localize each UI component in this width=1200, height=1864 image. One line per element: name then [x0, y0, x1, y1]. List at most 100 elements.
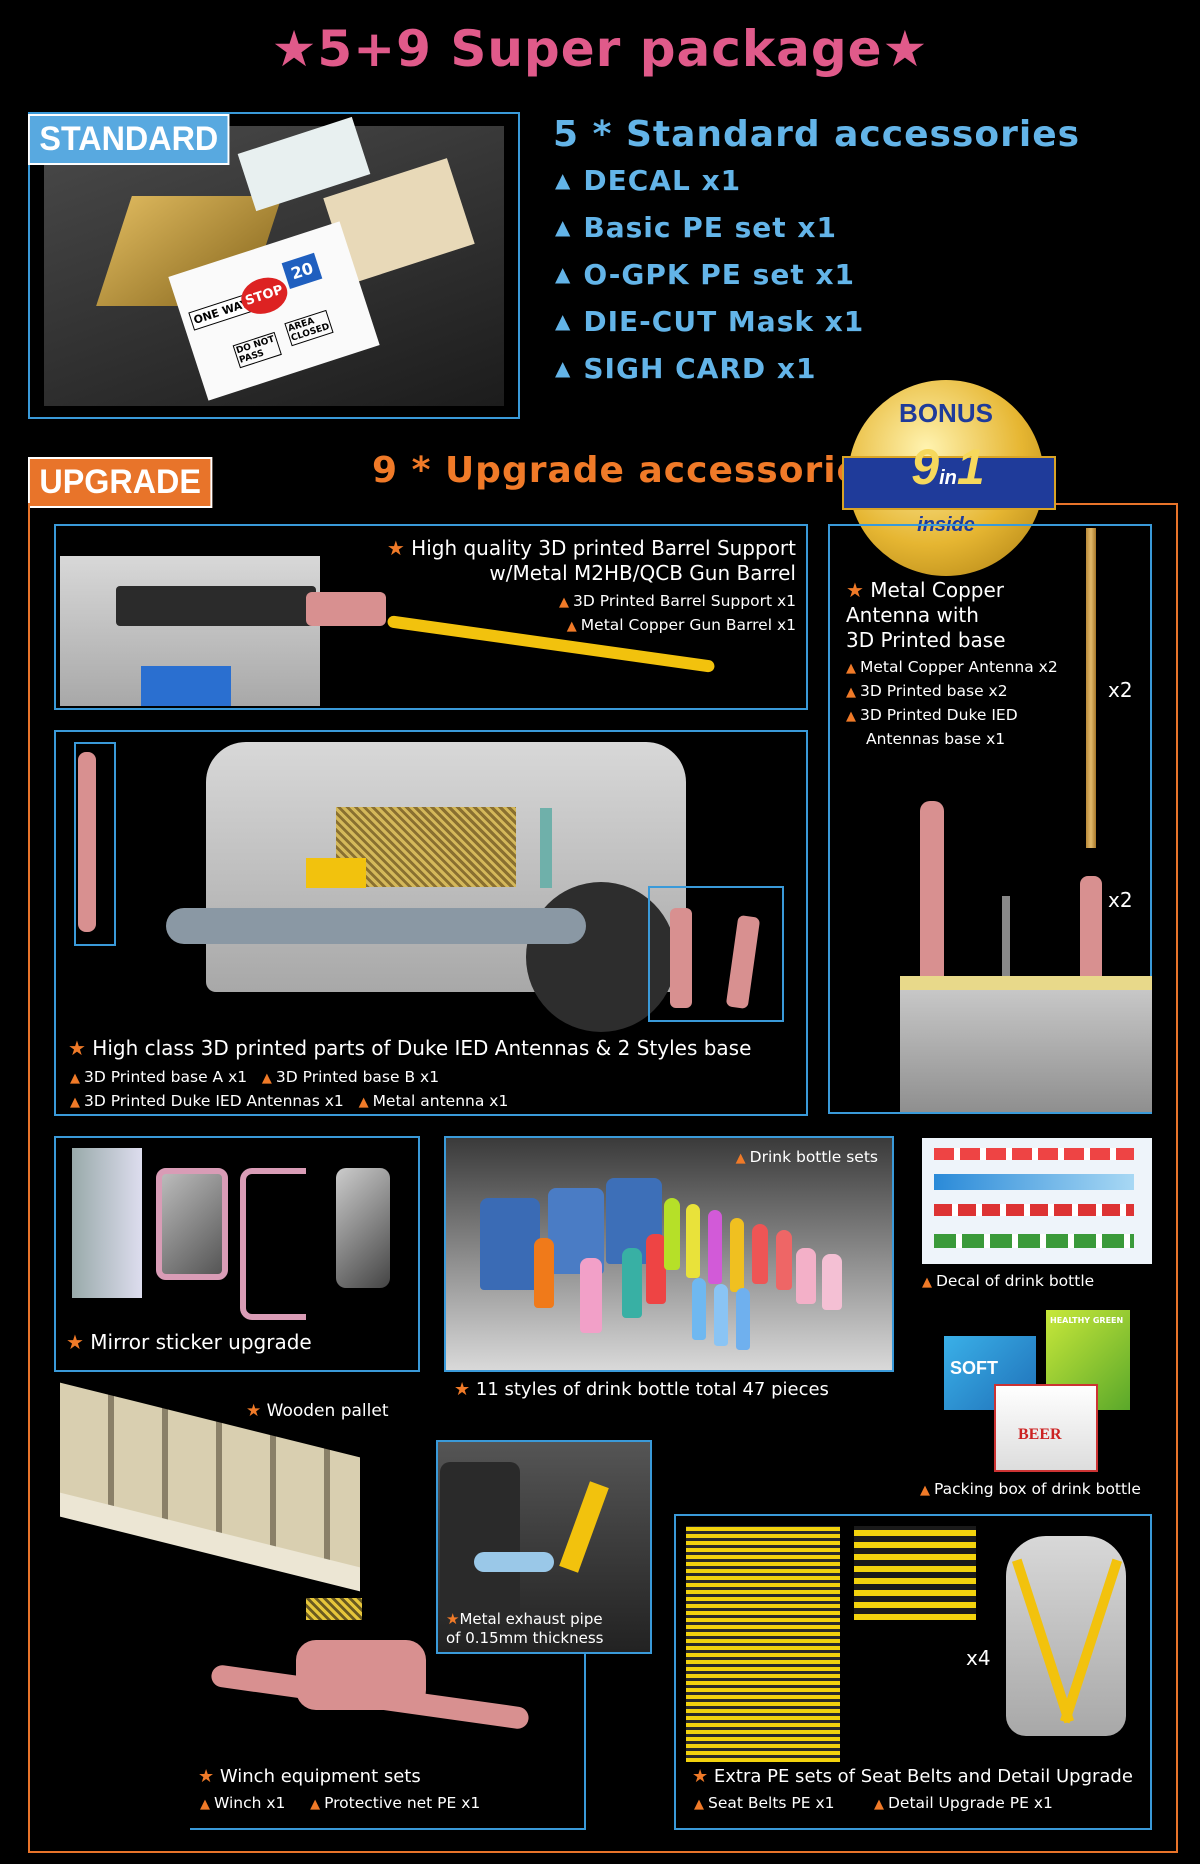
badge-nine: 9 — [911, 439, 940, 495]
exhaust-panel: ★Metal exhaust pipe of 0.15mm thickness — [436, 1440, 652, 1654]
upgrade-frame — [28, 503, 1178, 1853]
bottle-decal-sheet-image — [922, 1138, 1152, 1264]
seatbelt-multiplier: x4 — [966, 1646, 991, 1670]
triangle-icon: ▲ — [873, 1797, 884, 1812]
vehicle-deck-image — [900, 986, 1152, 1112]
barrel-panel: ★ High quality 3D printed Barrel Support… — [54, 524, 808, 710]
decal-bottle-label: ▲Decal of drink bottle — [922, 1272, 1095, 1290]
standard-heading: 5 * Standard accessories — [553, 114, 1081, 155]
bottle-image — [580, 1258, 602, 1333]
sign-area-closed: AREA CLOSED — [284, 309, 334, 347]
barrel-title: ★ High quality 3D printed Barrel Support… — [386, 536, 796, 585]
standard-tag: STANDARD — [28, 114, 230, 165]
bottle-image — [822, 1254, 842, 1310]
triangle-icon: ▲ — [261, 1071, 272, 1086]
pallet-label: ★ Wooden pallet — [246, 1401, 389, 1421]
seatbelt-pe-sheet-image — [854, 1526, 976, 1620]
triangle-icon: ▲ — [735, 1151, 746, 1166]
triangle-icon: ▲ — [70, 1095, 80, 1110]
triangle-icon: ▲ — [846, 661, 856, 676]
triangle-icon: ▲ — [200, 1797, 210, 1812]
triangle-icon: ▲ — [555, 168, 572, 192]
badge-bonus-text: BONUS — [899, 398, 993, 428]
standard-item: ▲O-GPK PE set x1 — [555, 258, 856, 291]
winch-panel — [190, 1654, 586, 1830]
upgrade-tag: UPGRADE — [28, 457, 213, 508]
star-icon: ★ — [386, 536, 405, 560]
triangle-icon: ▲ — [846, 709, 856, 724]
duke-panel: ★ High class 3D printed parts of Duke IE… — [54, 730, 808, 1116]
antenna-panel: ★ Metal Copper Antenna with 3D Printed b… — [828, 524, 1152, 1114]
winch-yellow-part — [306, 858, 366, 888]
bottle-image — [622, 1248, 642, 1318]
box-soft-text: SOFT — [950, 1358, 998, 1378]
bumper-image — [166, 908, 586, 944]
standard-accessories-photo: ONE WAY STOP 20 DO NOT PASS AREA CLOSED — [44, 116, 504, 406]
winch-title: ★ Winch equipment sets — [198, 1766, 421, 1787]
bottle-image — [686, 1204, 700, 1278]
triangle-icon: ▲ — [920, 1483, 930, 1498]
upgrade-frame-top-right — [1040, 503, 1178, 505]
badge-one: 1 — [956, 439, 985, 495]
star-icon: ★ — [846, 578, 864, 602]
badge-ribbon — [842, 456, 1056, 510]
star-icon: ★ — [246, 1401, 262, 1421]
decal-strip-red — [934, 1148, 1134, 1160]
antenna-multiplier-2: x2 — [1108, 888, 1133, 912]
duke-antenna-teal — [540, 808, 552, 888]
triangle-icon: ▲ — [310, 1797, 321, 1812]
mirror-panel: ★ Mirror sticker upgrade — [54, 1136, 420, 1372]
base-style-b-image — [725, 914, 761, 1010]
bottles-label: ▲Drink bottle sets — [735, 1148, 878, 1166]
pe-sheet-image — [686, 1526, 840, 1762]
bottle-image — [646, 1234, 666, 1304]
machine-gun-image — [116, 586, 316, 626]
triangle-icon: ▲ — [70, 1071, 80, 1086]
triangle-icon: ▲ — [555, 309, 572, 333]
copper-antenna-image — [1086, 528, 1096, 848]
bottle-image — [736, 1288, 750, 1350]
badge-nine-in-one: 9in1 — [850, 438, 1046, 496]
triangle-icon: ▲ — [694, 1797, 704, 1812]
tire-image — [440, 1462, 520, 1622]
triangle-icon: ▲ — [555, 356, 572, 380]
barrel-support-image — [306, 592, 386, 626]
standard-item: ▲SIGH CARD x1 — [555, 352, 817, 385]
metal-base-image — [1002, 896, 1010, 1016]
star-icon: ★ — [68, 1036, 86, 1060]
bottle-image — [664, 1198, 680, 1270]
star-icon: ★ — [66, 1330, 84, 1354]
triangle-icon: ▲ — [555, 262, 572, 286]
deck-yellow-rail — [900, 976, 1152, 990]
bottle-image — [534, 1238, 554, 1308]
packing-label: ▲Packing box of drink bottle — [920, 1480, 1141, 1498]
bottles-panel: ▲Drink bottle sets — [444, 1136, 894, 1372]
barrel-items: ▲3D Printed Barrel Support x1 ▲Metal Cop… — [559, 592, 796, 634]
bottles-caption: ★ 11 styles of drink bottle total 47 pie… — [454, 1379, 829, 1400]
triangle-icon: ▲ — [358, 1095, 369, 1110]
mirror-arm-image — [240, 1168, 306, 1320]
duke-title: ★ High class 3D printed parts of Duke IE… — [68, 1036, 752, 1060]
standard-item: ▲DIE-CUT Mask x1 — [555, 305, 865, 338]
box-green-text: HEALTHY GREEN — [1050, 1316, 1124, 1325]
star-icon: ★ — [692, 1766, 709, 1787]
exhaust-bracket-image — [559, 1481, 609, 1573]
mirror-right-image — [336, 1168, 390, 1288]
triangle-icon: ▲ — [922, 1275, 932, 1290]
duke-items: ▲3D Printed base A x1 ▲3D Printed base B… — [70, 1068, 509, 1110]
packing-box-beer-image: BEER — [994, 1384, 1098, 1472]
wheel-image — [526, 882, 676, 1032]
bottle-image — [796, 1248, 816, 1304]
antenna-title: ★ Metal Copper Antenna with 3D Printed b… — [846, 578, 1006, 652]
triangle-icon: ▲ — [846, 685, 856, 700]
blue-box-image — [141, 666, 231, 706]
triangle-icon: ▲ — [559, 595, 570, 610]
base-style-a-image — [670, 908, 692, 1008]
mirror-left-image — [156, 1168, 228, 1280]
bottle-image — [776, 1230, 792, 1290]
antenna-base-image — [1080, 876, 1102, 996]
bottle-image — [692, 1278, 706, 1340]
mirror-title: ★ Mirror sticker upgrade — [66, 1330, 312, 1354]
star-icon: ★ — [198, 1766, 215, 1787]
exhaust-caption: ★Metal exhaust pipe of 0.15mm thickness — [446, 1610, 604, 1647]
